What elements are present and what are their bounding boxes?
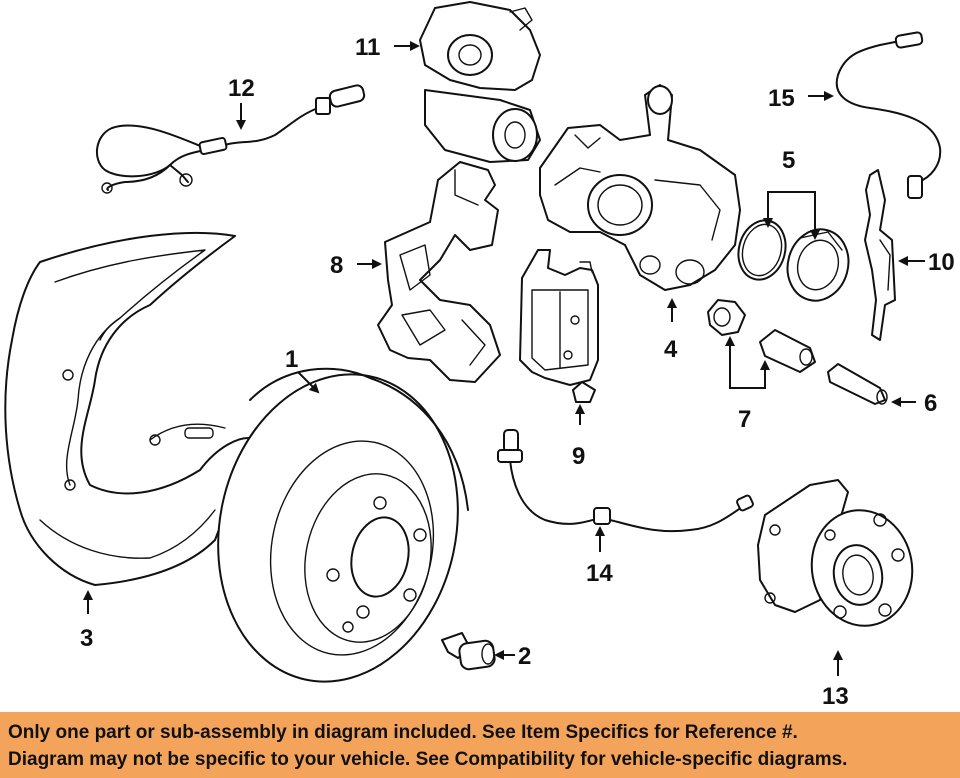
guide-pin-bolt-part (827, 363, 888, 405)
callout-leaders (83, 41, 925, 676)
rotor-bolt-part (441, 632, 496, 671)
callout-4: 4 (664, 336, 678, 363)
caliper-bracket-part (377, 161, 501, 383)
brake-assembly-diagram: 1 2 3 4 5 6 7 8 9 10 11 12 13 14 15 (4, 1, 955, 710)
abs-sensor-part (497, 429, 754, 533)
callout-8: 8 (330, 252, 343, 279)
callout-3: 3 (80, 625, 93, 652)
callout-9: 9 (572, 443, 585, 470)
dust-shield-part (4, 231, 259, 586)
disclaimer-line-2: Diagram may not be specific to your vehi… (8, 749, 848, 770)
callout-11: 11 (355, 34, 380, 61)
callout-10: 10 (928, 249, 955, 276)
wheel-hub-bearing-part (757, 479, 914, 627)
brake-rotor-part (217, 367, 469, 683)
callout-12: 12 (228, 75, 255, 102)
callout-labels: 1 2 3 4 5 6 7 8 9 10 11 12 13 14 15 (80, 34, 955, 710)
callout-14: 14 (586, 560, 613, 587)
brake-caliper-part (539, 84, 741, 291)
callout-13: 13 (822, 683, 849, 710)
callout-7: 7 (738, 406, 751, 433)
callout-1: 1 (285, 346, 298, 373)
guide-pin-boot-part (707, 299, 816, 373)
callout-2: 2 (518, 643, 531, 670)
caliper-seal-kit-part (737, 219, 850, 302)
disclaimer-banner: Only one part or sub-assembly in diagram… (0, 712, 960, 778)
callout-6: 6 (924, 390, 937, 417)
disclaimer-line-1: Only one part or sub-assembly in diagram… (8, 722, 798, 743)
callout-15: 15 (768, 85, 795, 112)
brake-pads-part (519, 249, 599, 403)
abs-sensor-part (96, 84, 366, 194)
caliper-spring-clip-part (864, 169, 896, 341)
parking-brake-motor-part (419, 1, 541, 163)
abs-sensor-part (835, 31, 942, 199)
callout-5: 5 (782, 147, 795, 174)
